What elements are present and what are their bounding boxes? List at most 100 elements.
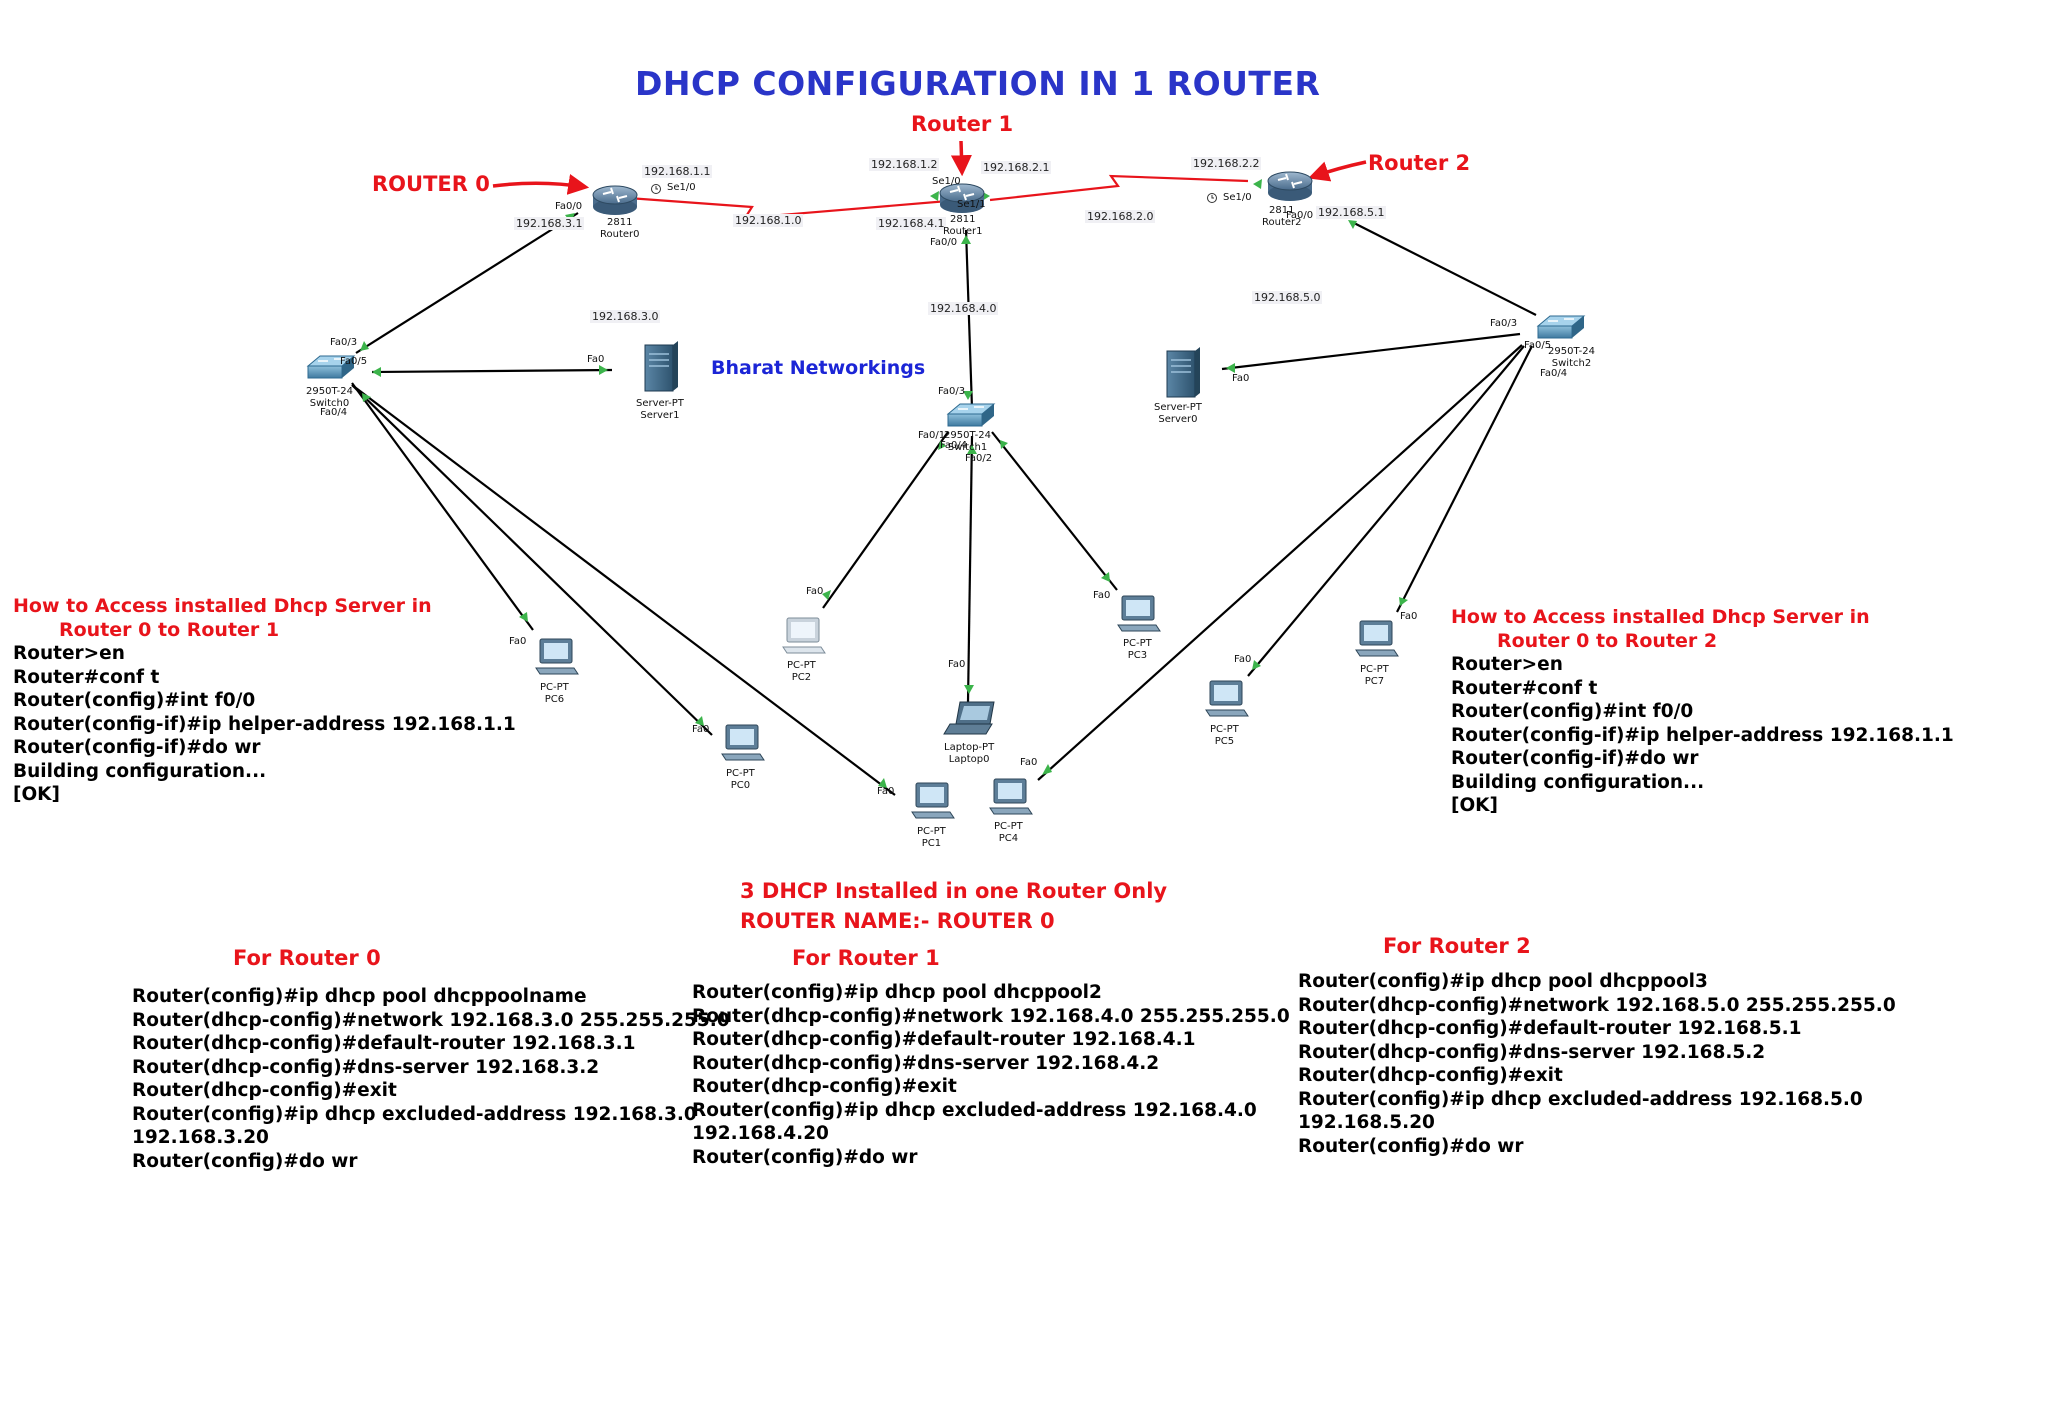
access-subheading: Router 0 to Router 2 [1497,630,1718,652]
command-line: Router(dhcp-config)#exit [692,1076,957,1097]
port-label: Fa0/0 [555,201,583,212]
ip-label: 192.168.2.2 [1191,157,1262,170]
command-line: 192.168.3.20 [132,1127,269,1148]
port-label: Fa0/5 [340,356,368,367]
command-line: Router(config)#do wr [1298,1135,1524,1157]
link-r0-sw0 [355,212,579,354]
port-label: Fa0 [1400,611,1418,622]
command-line: Building configuration... [13,760,267,782]
port-label: Se1/0 [932,176,961,187]
link-sw0-pc1 [351,384,896,796]
port-label: Se1/0 [667,182,696,193]
router1-icon [939,183,985,213]
command-line: Router(dhcp-config)#default-router 192.1… [132,1033,636,1054]
command-line: Router(config)#do wr [132,1150,358,1172]
config-heading-router1: For Router 1 [792,946,940,970]
port-label: Fa0 [948,659,966,670]
port-label: Fa0 [806,586,824,597]
command-line: Router(config)#int f0/0 [13,690,256,711]
pc3-icon [1117,595,1161,632]
network-label: 192.168.3.0 [590,310,661,323]
laptop0-icon [943,701,995,735]
command-line: 192.168.4.20 [692,1123,829,1144]
center-note: 3 DHCP Installed in one Router Only ROUT… [740,876,1167,936]
switch0-icon [306,355,356,379]
command-line: Router(dhcp-config)#dns-server 192.168.4… [692,1052,1160,1074]
command-line: Router(config)#ip dhcp excluded-address … [692,1099,1257,1121]
command-line: Router(dhcp-config)#exit [132,1080,397,1101]
command-line: Router(config)#ip dhcp pool dhcppoolname [132,986,587,1007]
ip-label: 192.168.1.1 [642,165,713,178]
port-label: Se1/1 [957,199,986,210]
router0-annotation: ROUTER 0 [372,172,490,196]
command-line: Router#conf t [1451,677,1598,699]
port-label: Fa0/5 [1524,340,1552,351]
network-label: 192.168.5.0 [1252,291,1323,304]
port-label: Fa0 [1232,373,1250,384]
link-sw0-server1 [371,368,613,374]
port-label: Fa0/1 [918,430,946,441]
pc0-icon [721,724,765,761]
link-r1-sw1 [964,229,974,409]
link-r2-sw2 [1351,221,1537,316]
link-sw1-laptop0 [966,435,974,703]
pc5-icon [1205,680,1249,717]
command-line: Router>en [13,643,125,664]
command-line: Router(dhcp-config)#default-router 192.1… [1298,1018,1802,1039]
port-label: Fa0/4 [320,407,348,418]
port-label: Fa0/3 [330,337,358,348]
pc4-icon [989,778,1033,815]
link-sw1-pc3 [991,431,1118,591]
network-label: 192.168.4.0 [928,302,999,315]
pc2-icon [782,617,826,654]
brand-label: Bharat Networkings [711,357,926,379]
access-heading: How to Access installed Dhcp Server in [1451,606,1870,628]
command-line: [OK] [13,784,60,805]
command-line: Router(config)#ip dhcp excluded-address … [132,1103,697,1125]
ip-label: 192.168.5.1 [1316,206,1387,219]
command-line: Router(dhcp-config)#exit [1298,1065,1563,1086]
command-line: Router(config-if)#do wr [13,737,261,758]
access-instructions-right: How to Access installed Dhcp Server in R… [1451,605,1954,818]
network-label: 192.168.2.0 [1085,210,1156,223]
command-line: Router(dhcp-config)#dns-server 192.168.5… [1298,1041,1766,1063]
network-label: 192.168.1.0 [733,214,804,227]
access-subheading: Router 0 to Router 1 [59,619,280,641]
link-sw2-pc5 [1247,345,1525,677]
link-sw2-server0 [1221,332,1521,371]
page-title: DHCP CONFIGURATION IN 1 ROUTER [635,64,1321,103]
port-label: Fa0 [1020,757,1038,768]
ip-label: 192.168.2.1 [981,161,1052,174]
command-line: Router(config-if)#ip helper-address 192.… [13,713,516,735]
pc1-icon [911,782,955,819]
router1-pointer-arrow [950,140,972,177]
port-label: Se1/0 [1223,192,1252,203]
link-sw2-pc4 [1037,344,1523,781]
server1-icon [644,341,678,392]
command-line: Router#conf t [13,666,160,688]
ip-label: 192.168.4.1 [876,217,947,230]
port-label: Fa0 [1234,654,1252,665]
command-line: Router(config)#int f0/0 [1451,701,1694,722]
port-label: Fa0/0 [1286,210,1314,221]
command-line: Router(config-if)#ip helper-address 192.… [1451,724,1954,746]
command-line: Router(dhcp-config)#dns-server 192.168.3… [132,1056,600,1078]
ip-label: 192.168.1.2 [869,158,940,171]
